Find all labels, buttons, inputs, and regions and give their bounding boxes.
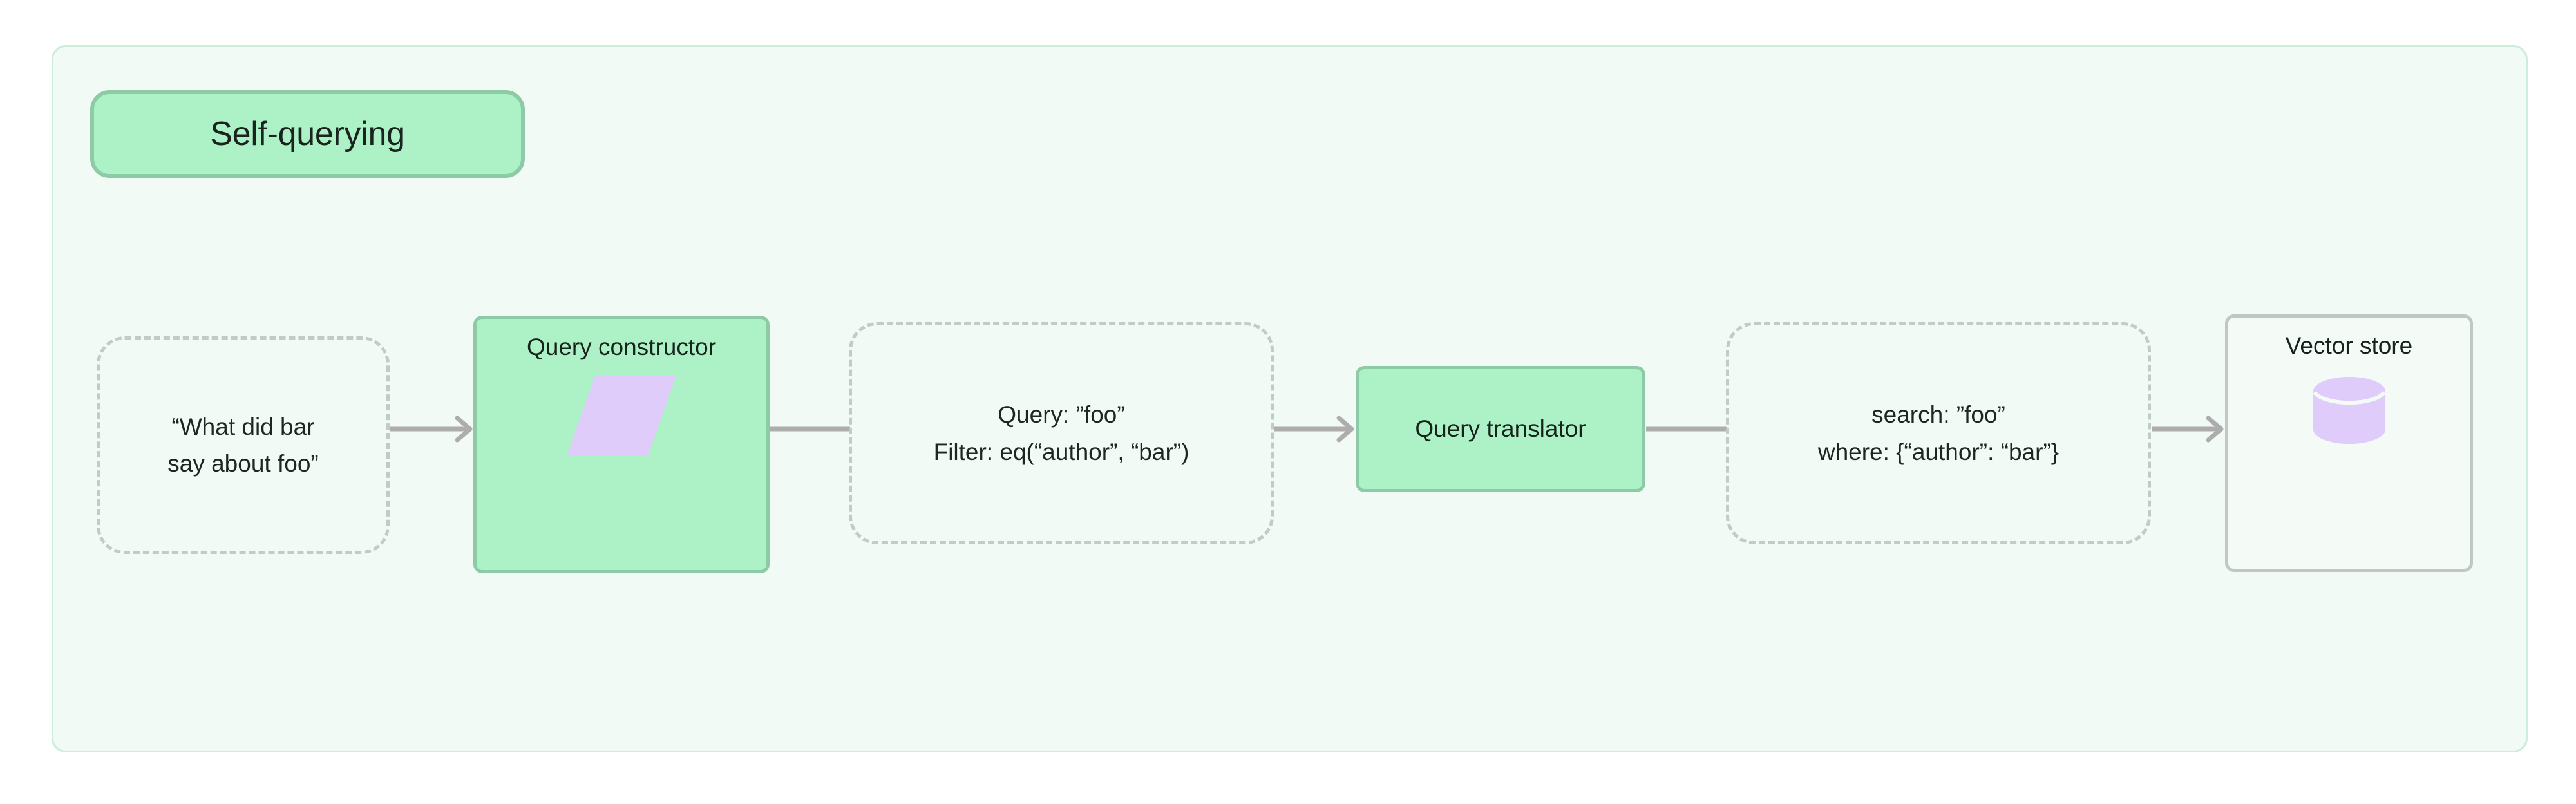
edge-constructor-to-structured [770,410,850,448]
edge-question-to-constructor [390,410,475,448]
arrow-line-icon [1274,416,1354,443]
arrow-line-icon [390,416,473,443]
database-cylinder-icon [2313,377,2385,445]
node-vector-store-query-label: search: ”foo” where: {“author”: “bar”} [1817,401,2060,465]
arrow-line-icon [2152,416,2224,443]
node-query-translator-label: Query translator [1415,415,1586,442]
node-user-question[interactable]: “What did bar say about foo” [97,336,390,554]
node-query-constructor[interactable]: Query constructor [473,316,770,573]
node-vector-store-label: Vector store [2285,332,2413,359]
edge-translator-to-vectorquery [1646,410,1727,448]
parallelogram-icon [567,376,676,457]
node-structured-query-label: Query: ”foo” Filter: eq(“author”, “bar”) [933,401,1189,465]
node-vector-store-query[interactable]: search: ”foo” where: {“author”: “bar”} [1726,322,2151,544]
edge-vectorquery-to-vectorstore [2152,410,2226,448]
edge-structured-to-translator [1274,410,1357,448]
subgraph-title-label: Self-querying [210,115,405,153]
node-vector-store[interactable]: Vector store [2225,314,2473,572]
node-query-constructor-label: Query constructor [526,334,717,360]
node-structured-query[interactable]: Query: ”foo” Filter: eq(“author”, “bar”) [849,322,1274,544]
node-user-question-label: “What did bar say about foo” [167,413,319,477]
arrow-line-icon [770,426,850,432]
node-query-translator[interactable]: Query translator [1356,366,1645,492]
subgraph-title-pill: Self-querying [90,90,525,178]
arrow-line-icon [1646,426,1727,432]
